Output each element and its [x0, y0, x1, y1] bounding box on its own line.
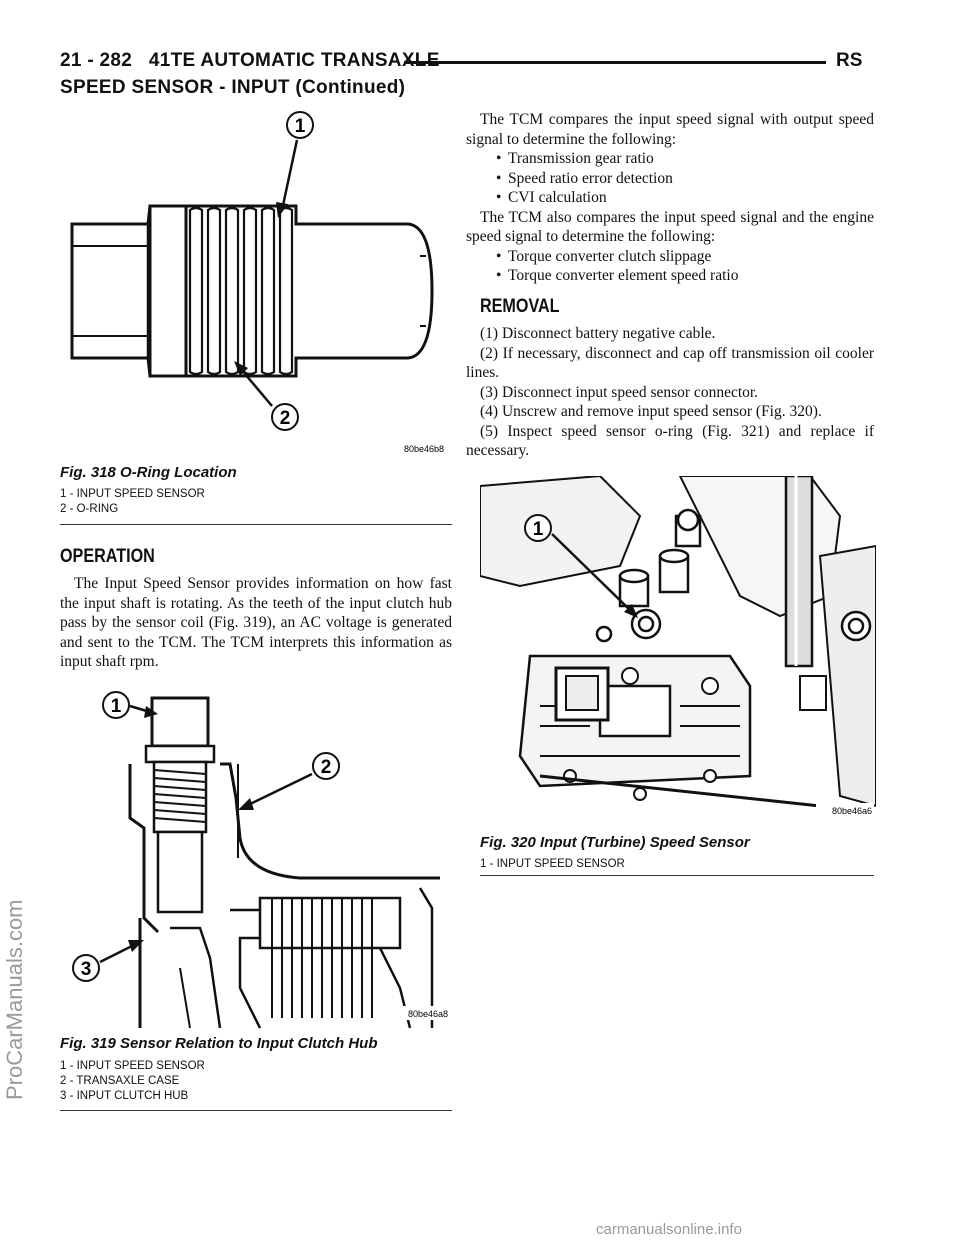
fig318-illustration: 1 2 80be46b8	[70, 111, 444, 454]
fig318-callout-1: 1	[295, 116, 306, 137]
fig319-caption: Fig. 319 Sensor Relation to Input Clutch…	[60, 1035, 378, 1052]
page-number: 21 - 282	[60, 50, 133, 71]
tcm-bullet: CVI calculation	[466, 188, 874, 208]
fig319-rule	[60, 1110, 452, 1111]
fig318-legend-item: 1 - INPUT SPEED SENSOR	[60, 488, 205, 500]
tcm-bullets-1: Transmission gear ratio Speed ratio erro…	[466, 149, 874, 208]
operation-paragraph: The Input Speed Sensor provides informat…	[60, 575, 452, 670]
fig320-legend-item: 1 - INPUT SPEED SENSOR	[480, 858, 625, 870]
tcm-bullets-2: Torque converter clutch slippage Torque …	[466, 247, 874, 286]
removal-step: (1) Disconnect battery negative cable.	[480, 325, 716, 342]
tcm-bullet: Torque converter element speed ratio	[466, 266, 874, 286]
removal-heading: REMOVAL	[480, 296, 560, 317]
operation-text: The Input Speed Sensor provides informat…	[60, 574, 452, 672]
operation-heading: OPERATION	[60, 546, 155, 567]
fig319-callout-2: 2	[321, 757, 332, 778]
fig319-callout-1: 1	[111, 696, 122, 717]
removal-steps: (1) Disconnect battery negative cable. (…	[466, 324, 874, 461]
section-title: SPEED SENSOR - INPUT (Continued)	[60, 77, 406, 98]
tcm-bullet: Torque converter clutch slippage	[466, 247, 874, 267]
watermark-side: ProCarManuals.com	[2, 899, 27, 1100]
fig320-code: 80be46a6	[832, 806, 872, 816]
tcm-bullet: Speed ratio error detection	[466, 169, 874, 189]
fig318-rule	[60, 524, 452, 525]
tcm-intro-2: The TCM also compares the input speed si…	[466, 208, 874, 246]
fig319-callout-3: 3	[81, 959, 92, 980]
removal-step: (2) If necessary, disconnect and cap off…	[466, 344, 874, 382]
fig320-callout-1: 1	[533, 519, 544, 540]
fig320-legend: 1 - INPUT SPEED SENSOR	[480, 857, 625, 872]
removal-step: (4) Unscrew and remove input speed senso…	[480, 403, 822, 420]
fig318-caption: Fig. 318 O-Ring Location	[60, 464, 237, 481]
tcm-intro-1: The TCM compares the input speed signal …	[466, 111, 874, 148]
manual-section: 41TE AUTOMATIC TRANSAXLE	[148, 50, 440, 71]
fig319-legend-item: 3 - INPUT CLUTCH HUB	[60, 1090, 189, 1102]
fig318-code: 80be46b8	[404, 444, 444, 454]
fig320-rule	[480, 875, 874, 876]
fig318-legend-item: 2 - O-RING	[60, 503, 119, 515]
tcm-compare-text: The TCM compares the input speed signal …	[466, 110, 874, 286]
fig319-legend-item: 1 - INPUT SPEED SENSOR	[60, 1060, 205, 1072]
header-rule	[404, 61, 826, 64]
model-code: RS	[836, 50, 863, 71]
removal-step: (5) Inspect speed sensor o-ring (Fig. 32…	[466, 422, 874, 460]
removal-step: (3) Disconnect input speed sensor connec…	[480, 383, 759, 401]
fig319-legend: 1 - INPUT SPEED SENSOR 2 - TRANSAXLE CAS…	[60, 1059, 205, 1104]
tcm-bullet: Transmission gear ratio	[466, 149, 874, 169]
fig320-illustration: 1 80be46a6	[480, 476, 876, 826]
fig318-legend: 1 - INPUT SPEED SENSOR 2 - O-RING	[60, 487, 205, 517]
fig319-illustration: 1 2 3 80be46a8	[72, 691, 450, 1029]
fig319-legend-item: 2 - TRANSAXLE CASE	[60, 1075, 180, 1087]
fig318-callout-2: 2	[280, 408, 291, 429]
page-header-title: 21 - 282 41TE AUTOMATIC TRANSAXLE	[60, 50, 440, 72]
watermark-bottom: carmanualsonline.info	[596, 1221, 742, 1238]
fig319-code: 80be46a8	[408, 1009, 448, 1019]
fig320-caption: Fig. 320 Input (Turbine) Speed Sensor	[480, 834, 750, 851]
